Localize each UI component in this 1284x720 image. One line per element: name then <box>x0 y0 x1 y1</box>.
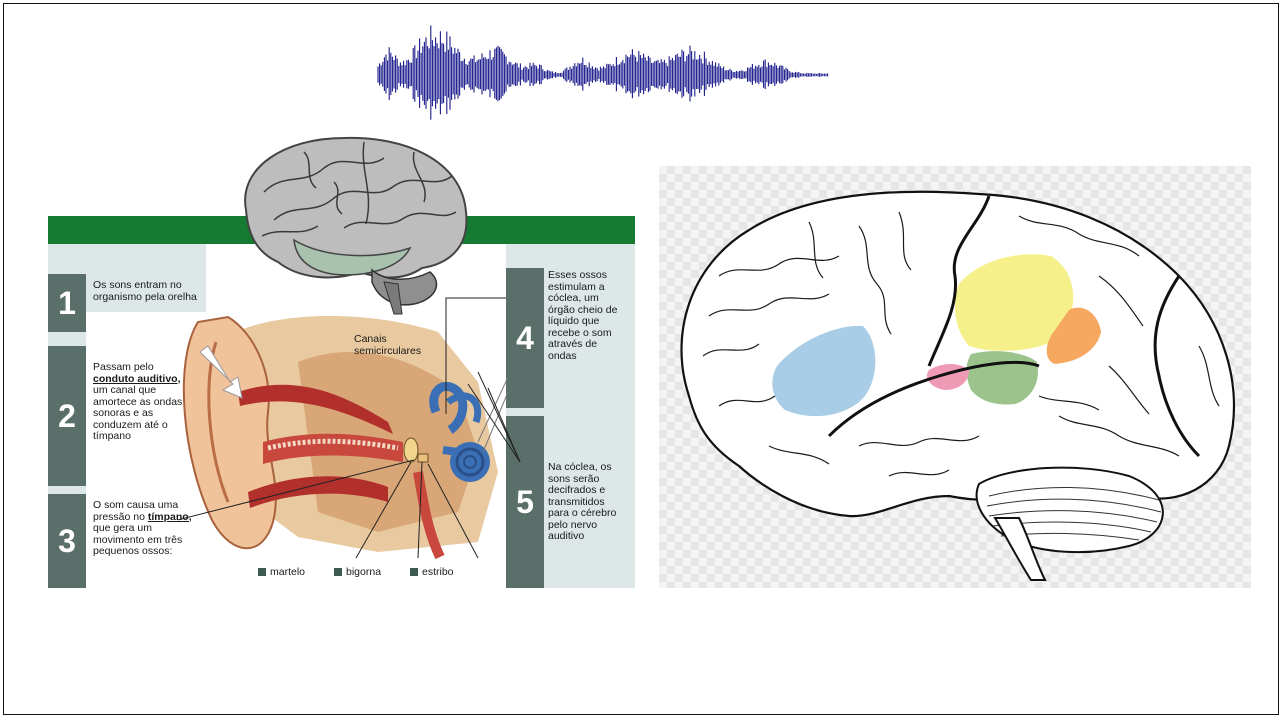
brain-lobes-panel <box>659 166 1251 588</box>
grey-brain-illustration <box>234 132 474 316</box>
step-1-number: 1 <box>48 274 86 332</box>
sound-waveform <box>376 22 832 128</box>
canais-semicirculares-label: Canais semicirculares <box>354 334 424 357</box>
legend-swatch <box>334 568 342 576</box>
legend-swatch <box>410 568 418 576</box>
step-2-text: Passam pelo conduto auditivo, um canal q… <box>93 362 197 443</box>
brain-lobes-diagram <box>659 166 1251 588</box>
legend-estribo: estribo <box>410 566 454 578</box>
pointer-lines <box>408 292 528 462</box>
legend-bigorna: bigorna <box>334 566 381 578</box>
step-5-text: Na cóclea, os sons serão decifrados e tr… <box>548 462 628 543</box>
step-1-text: Os sons entram no organismo pela orelha <box>93 280 203 303</box>
step-2-number: 2 <box>48 346 86 486</box>
step-3-text: O som causa uma pressão no tímpano, que … <box>93 500 197 558</box>
legend-martelo: martelo <box>258 566 305 578</box>
step-4-text: Esses ossos estimulam a cóclea, um órgão… <box>548 270 628 362</box>
step-3-number: 3 <box>48 494 86 588</box>
legend-swatch <box>258 568 266 576</box>
